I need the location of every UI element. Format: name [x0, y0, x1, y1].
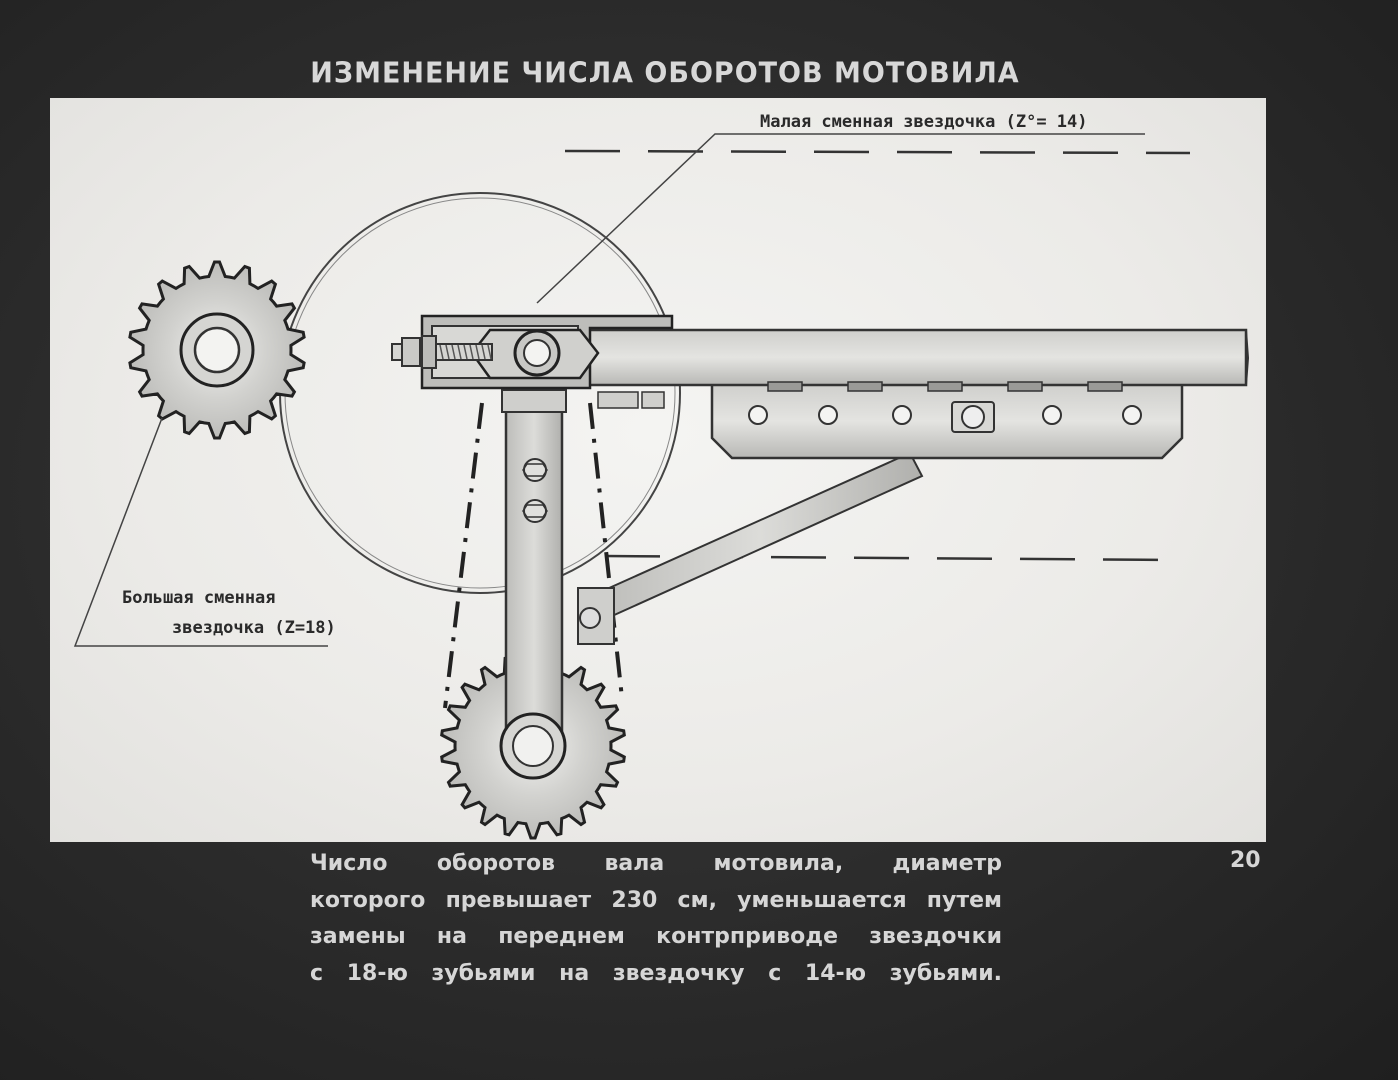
large-sprocket-label-line1: Большая сменная: [122, 588, 276, 608]
vertical-arm: [499, 388, 567, 780]
caption-line-3: замены на переднем контрприводе звездочк…: [310, 924, 1002, 949]
caption-line-4: с 18-ю зубьями на звездочку с 14-ю зубья…: [310, 960, 1002, 986]
reel-drive-diagram: [73, 133, 1250, 840]
page-number: 20: [1230, 848, 1261, 873]
leader-lines: [73, 133, 1145, 647]
large-sprocket-label-line2: звездочка (Z=18): [172, 618, 336, 638]
caption-line-1: Число оборотов вала мотовила, диаметр: [310, 851, 1002, 876]
bracket-housing: [391, 293, 674, 413]
reel-beam: [568, 328, 1250, 392]
mounting-plate: [710, 382, 1184, 460]
slide-caption: Число оборотов вала мотовила, диаметр ко…: [310, 846, 1002, 992]
slide-title: ИЗМЕНЕНИЕ ЧИСЛА ОБОРОТОВ МОТОВИЛА: [310, 57, 1020, 90]
diagonal-brace: [577, 451, 924, 645]
drive-chain: [443, 402, 624, 709]
diagram-panel: Малая сменная звездочка (Z°= 14) Большая…: [50, 98, 1266, 842]
caption-line-2: которого превышает 230 см, уменьшается п…: [310, 887, 1002, 913]
small-sprocket-label: Малая сменная звездочка (Z°= 14): [760, 112, 1088, 132]
large-sprocket: [128, 260, 306, 440]
